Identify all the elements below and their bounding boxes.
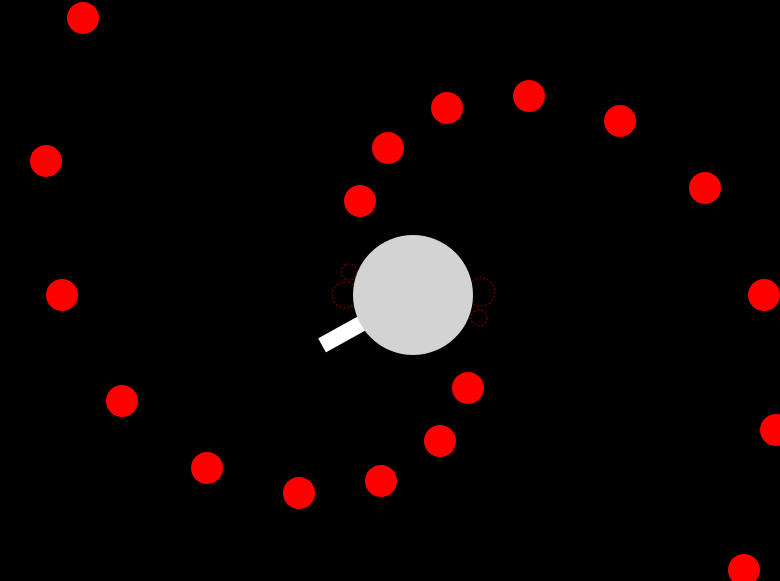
enemy [452, 372, 484, 404]
spawn-marker [470, 309, 488, 327]
enemy [365, 465, 397, 497]
enemy [106, 385, 138, 417]
enemy [67, 2, 99, 34]
enemies [30, 2, 780, 581]
enemy [513, 80, 545, 112]
enemy [604, 105, 636, 137]
enemy [191, 452, 223, 484]
enemy [30, 145, 62, 177]
enemy [372, 132, 404, 164]
enemy [344, 185, 376, 217]
enemy [760, 414, 780, 446]
enemy [431, 92, 463, 124]
enemy [748, 279, 780, 311]
enemy [689, 172, 721, 204]
spawn-marker [466, 277, 496, 307]
enemy [283, 477, 315, 509]
enemy [46, 279, 78, 311]
player-turret [353, 235, 473, 355]
spawn-marker [340, 263, 358, 281]
enemy [424, 425, 456, 457]
spawn-markers [331, 263, 496, 327]
enemy [728, 554, 760, 581]
